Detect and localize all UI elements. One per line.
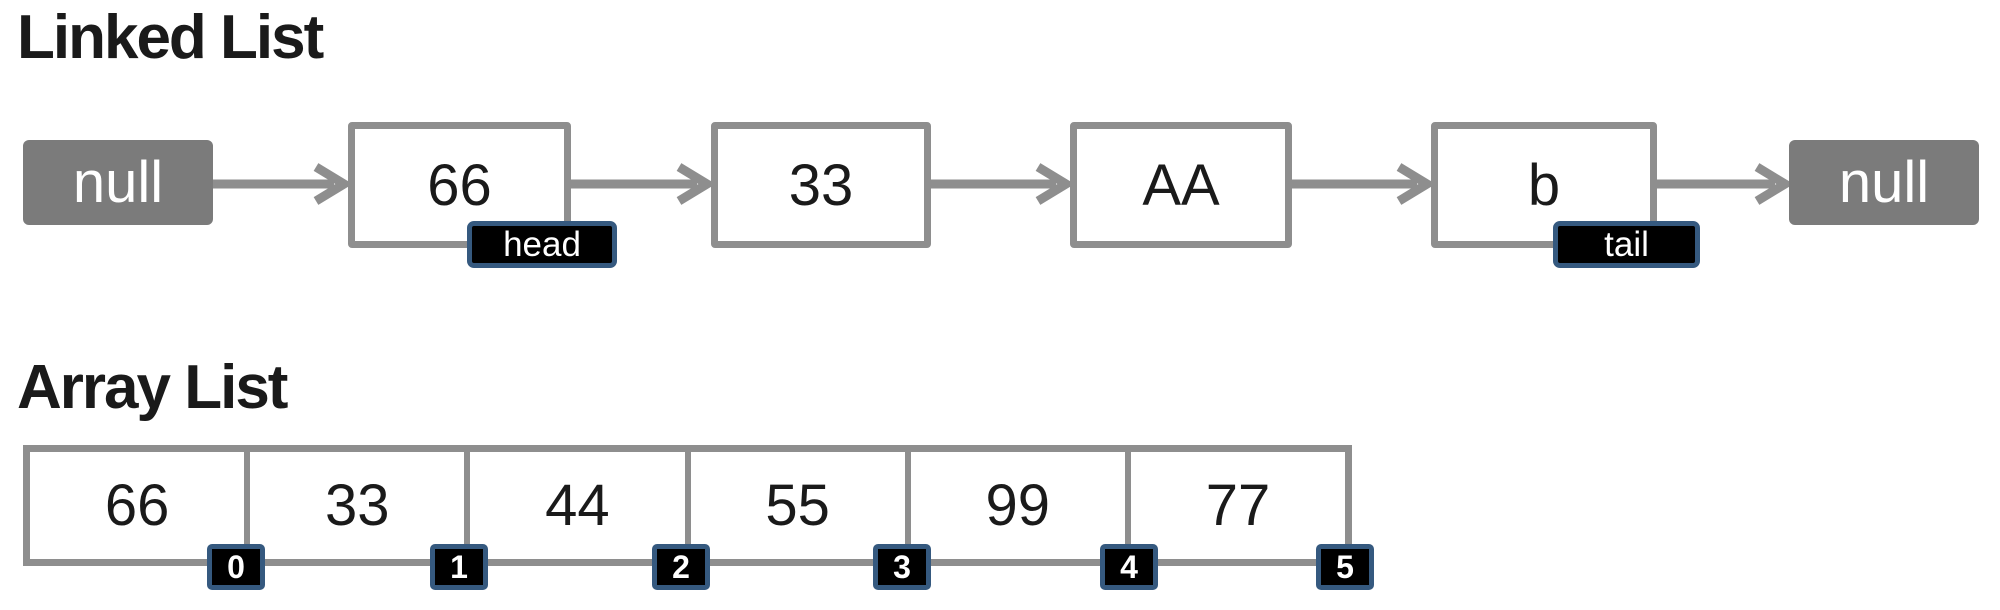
arrow-icon xyxy=(213,163,348,205)
array-cell-value: 55 xyxy=(765,473,830,538)
node-value: 66 xyxy=(427,152,492,218)
array-cell: 66 xyxy=(30,452,251,559)
array-index-badge: 0 xyxy=(207,544,265,590)
array-cell-value: 66 xyxy=(104,473,170,538)
linked-list-title: Linked List xyxy=(17,3,324,72)
array-cell: 99 xyxy=(911,452,1131,559)
array-index-badge: 1 xyxy=(430,544,488,590)
array-cell: 77 xyxy=(1131,452,1345,559)
tail-pointer-badge: tail xyxy=(1553,221,1700,268)
array-index-badge: 3 xyxy=(873,544,931,590)
array-index-badge: 2 xyxy=(652,544,710,590)
array-cell-value: 33 xyxy=(325,473,390,538)
arrow-icon xyxy=(571,163,711,205)
arrow-icon xyxy=(931,163,1070,205)
array-index-badge: 4 xyxy=(1100,544,1158,590)
linked-list-node: AA xyxy=(1070,122,1292,248)
array-cell-value: 44 xyxy=(545,473,610,538)
linked-list-node: b xyxy=(1431,122,1657,248)
array-index-badge: 5 xyxy=(1316,544,1374,590)
arrow-icon xyxy=(1657,163,1789,205)
node-value: b xyxy=(1527,152,1561,218)
linked-list-null-tail-box: null xyxy=(1789,140,1979,225)
array-cell: 44 xyxy=(470,452,691,559)
array-cell-value: 77 xyxy=(1205,473,1271,538)
array-list-title: Array List xyxy=(17,353,288,422)
linked-list-null-head-box: null xyxy=(23,140,213,225)
head-pointer-badge: head xyxy=(467,221,617,268)
arrow-icon xyxy=(1292,163,1431,205)
node-value: AA xyxy=(1142,152,1220,218)
linked-list-node: 33 xyxy=(711,122,931,248)
node-value: 33 xyxy=(788,152,854,218)
array-cell-value: 99 xyxy=(985,473,1051,538)
array-cell: 55 xyxy=(691,452,911,559)
array-cell: 33 xyxy=(250,452,471,559)
